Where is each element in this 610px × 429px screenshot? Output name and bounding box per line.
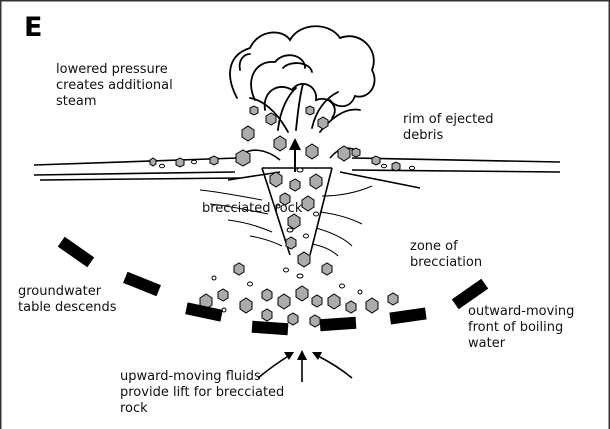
clast bbox=[278, 294, 290, 309]
fluid-arrow-right-head bbox=[312, 352, 322, 360]
panel-letter: E bbox=[24, 12, 42, 43]
clast bbox=[366, 298, 378, 313]
clast bbox=[310, 174, 322, 189]
clast bbox=[192, 160, 197, 164]
clast bbox=[296, 286, 308, 301]
small-clasts bbox=[160, 160, 415, 312]
fluid-arrow-center-head bbox=[297, 350, 307, 360]
clast bbox=[346, 301, 356, 313]
label-brecciated-rock: brecciated rock bbox=[202, 201, 302, 217]
label-rim-ejected-debris: rim of ejected debris bbox=[403, 112, 494, 144]
clast bbox=[248, 282, 253, 286]
clast bbox=[392, 162, 400, 171]
clast bbox=[160, 164, 165, 168]
clast bbox=[372, 156, 380, 165]
clast bbox=[410, 166, 415, 170]
clast bbox=[322, 263, 332, 275]
clast bbox=[288, 313, 298, 325]
clast bbox=[352, 148, 360, 157]
clast bbox=[297, 168, 303, 172]
water-table-dash bbox=[252, 321, 289, 335]
clast bbox=[240, 298, 252, 313]
central-arrow bbox=[289, 138, 301, 172]
clast bbox=[284, 268, 289, 272]
clast bbox=[388, 293, 398, 305]
clast bbox=[297, 274, 303, 278]
clast bbox=[287, 228, 293, 232]
label-upward-fluids: upward-moving fluids provide lift for br… bbox=[120, 369, 284, 417]
clast bbox=[306, 144, 318, 159]
eruption-plume bbox=[230, 26, 375, 132]
clast bbox=[340, 284, 345, 288]
clast bbox=[318, 117, 328, 129]
water-table-dash bbox=[320, 317, 357, 331]
label-lowered-pressure: lowered pressure creates additional stea… bbox=[56, 62, 173, 110]
water-table-dash bbox=[58, 237, 94, 267]
clast bbox=[314, 212, 319, 216]
clast bbox=[250, 106, 258, 115]
label-groundwater-table: groundwater table descends bbox=[18, 284, 117, 316]
clast bbox=[328, 294, 340, 309]
clast bbox=[176, 158, 184, 167]
clast bbox=[218, 289, 228, 301]
clast bbox=[338, 146, 350, 161]
clast bbox=[304, 234, 309, 238]
clast bbox=[262, 289, 272, 301]
label-zone-of-brecciation: zone of brecciation bbox=[410, 239, 482, 271]
clast bbox=[302, 196, 314, 211]
clast bbox=[286, 237, 296, 249]
water-table-dash bbox=[123, 272, 161, 297]
clast bbox=[212, 276, 216, 280]
clast bbox=[236, 150, 250, 166]
clast bbox=[382, 164, 387, 168]
clast bbox=[312, 295, 322, 307]
clast bbox=[242, 126, 254, 141]
clast bbox=[210, 156, 218, 165]
fluid-arrow-right bbox=[316, 355, 352, 378]
clast bbox=[150, 158, 156, 166]
clast bbox=[262, 309, 272, 321]
clast bbox=[310, 315, 320, 327]
clast bbox=[306, 106, 314, 115]
clast bbox=[266, 113, 276, 125]
clast bbox=[358, 290, 362, 294]
clast bbox=[234, 263, 244, 275]
clast bbox=[270, 172, 282, 187]
water-table-dash bbox=[389, 308, 426, 325]
clast bbox=[274, 136, 286, 151]
clast bbox=[298, 252, 310, 267]
label-boiling-front: outward-moving front of boiling water bbox=[468, 304, 574, 352]
clast bbox=[290, 179, 300, 191]
